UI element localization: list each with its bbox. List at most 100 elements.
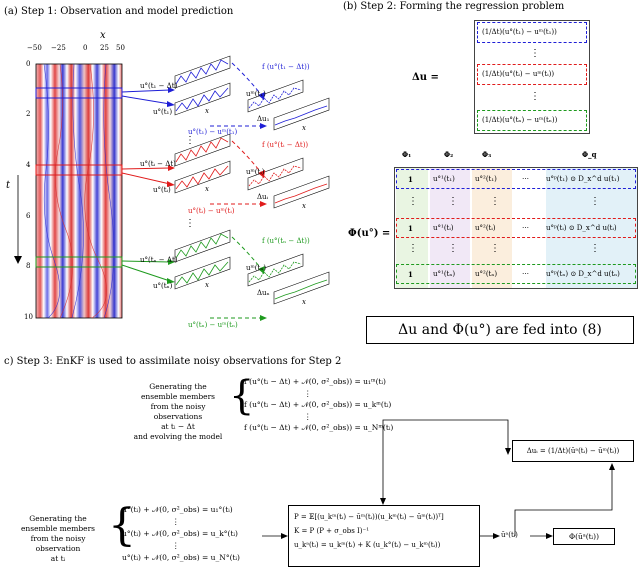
gen-model-line: and evolving the model [133,432,223,441]
t-tick: 0 [26,60,31,68]
phi-cell: ⋯ [522,270,529,278]
delta-u-row-text: (1/Δt)(u°(tᵢ) − uᵐ(tᵢ)) [482,70,555,78]
col3-shade [472,167,512,289]
phi-result-box: Φ(ūᵃ(tᵢ)) [553,528,615,545]
model-eq: f (u°(tᵢ − Δt) + 𝒩(0, σ²_obs)) = u₁ᵐ(tᵢ) [244,377,386,386]
x-label: x [302,298,306,306]
diff-label: Δuᵢ [257,193,268,201]
step3-arrows [262,419,615,539]
phi-cell: u°²(t₁) [475,175,497,183]
arrow-right-icon [493,533,500,539]
step1-title: (a) Step 1: Observation and model predic… [4,6,234,17]
arrow-right-icon [546,533,553,539]
gen-obs-text: Generating the ensemble members from the… [8,514,108,564]
enkf-eq: u_kᵃ(tᵢ) = u_kᵐ(tᵢ) + K (u_k°(tᵢ) − u_kᵐ… [294,541,441,549]
brace: { [108,500,136,551]
diff-expr: u°(tₙ) − uᵐ(tₙ) [188,321,238,329]
vdots: ⋮ [304,388,312,398]
spacetime-heatmap [35,63,123,319]
phi-cell: u°ᵖ(t₁) ⊙ D_x^d u(t₁) [546,175,620,183]
phi-cell: u°²(tₙ) [475,270,498,278]
model-eq: f (u°(tᵢ − Δt) + 𝒩(0, σ²_obs)) = u_kᵐ(tᵢ… [244,400,392,409]
gen-model-line: ensemble members [140,392,216,401]
vdots: ⋮ [172,541,180,550]
phi-header: Φ₂ [444,150,454,159]
vdots: ⋮ [408,243,418,254]
diff-label: Δuₙ [257,289,270,297]
col2-shade [430,167,470,289]
arrow-down-icon [505,448,511,455]
vdots: ⋮ [172,517,180,526]
vdots: ⋮ [304,411,312,421]
enkf-eq: P = 𝔼[(u_kᵐ(tᵢ) − ūᵐ(tᵢ))(u_kᵐ(tᵢ) − ūᵐ(… [294,513,444,521]
phi-cell: 1 [408,175,413,184]
x-tick: 50 [116,44,125,52]
delta-u-row-n [477,110,587,131]
diff-label: Δu₁ [257,115,270,123]
phi-header: Φ_q [582,150,597,159]
delta-u-vector [474,20,590,134]
delta-u-lhs: Δu = [412,72,439,83]
f-label: f (u°(t₁ − Δt)) [262,63,310,71]
step3-title: c) Step 3: EnKF is used to assimilate no… [4,356,342,367]
delta-result-box: Δuᵢ = (1/Δt)(ūᵃ(tᵢ) − ūᵐ(tᵢ)) [512,440,634,462]
obs-prev-label: u°(tₙ − Δt) [140,256,178,264]
x-tick: 25 [100,44,109,52]
arrow-right-icon [281,533,288,539]
gen-obs-line: ensemble members [20,524,96,533]
brace: { [229,373,255,419]
obs-eq: u°(tᵢ) + 𝒩(0, σ²_obs) = u_N°(tᵢ) [122,553,240,562]
enkf-box: P = 𝔼[(u_kᵐ(tᵢ) − ūᵐ(tᵢ))(u_kᵐ(tᵢ) − ūᵐ(… [288,505,480,567]
vdots: ⋮ [448,243,458,254]
model-label: uᵐ(tᵢ) [246,168,265,176]
t-tick: 2 [26,110,31,118]
vdots: ⋮ [490,196,500,207]
vdots: ⋮ [448,196,458,207]
gen-obs-line: from the noisy observation [30,534,86,553]
x-tick: −50 [27,44,42,52]
vdots: ⋮ [530,48,540,59]
step1-figure [14,55,330,321]
phi-cell: 1 [408,224,413,233]
phi-cell: ⋯ [522,175,529,183]
phi-header: Φ₃ [482,150,492,159]
gen-obs-line: Generating the [29,514,87,523]
x-label: x [302,124,306,132]
f-label: f (u°(tₙ − Δt)) [262,237,310,245]
vdots: ⋮ [185,218,195,229]
step2-title: (b) Step 2: Forming the regression probl… [343,1,565,12]
down-arrow-icon [14,256,22,264]
t-tick: 4 [26,161,31,169]
obs-label: u°(tₙ) [153,282,173,290]
row3-panels [174,229,330,321]
gen-model-line: at tᵢ − Δt [161,422,195,431]
arrow-down-icon [380,498,386,505]
obs-prev-label: u°(t₁ − Δt) [140,82,178,90]
vdots: ⋮ [490,243,500,254]
phi-cell: u°ᵖ(tₙ) ⊙ D_x^d u(tₙ) [546,270,620,278]
obs-label: u°(tᵢ) [153,186,171,194]
model-eqs: f (u°(tᵢ − Δt) + 𝒩(0, σ²_obs)) = u₁ᵐ(tᵢ)… [244,376,393,434]
vdots: ⋮ [530,91,540,102]
phi-matrix [394,167,638,289]
vdots: ⋮ [408,196,418,207]
x-tick: −25 [51,44,66,52]
vdots: ⋮ [590,243,600,254]
diff-expr: u°(t₁) − uᵐ(t₁) [188,128,238,136]
phi-cell: u°²(tᵢ) [475,224,496,232]
vdots: ⋮ [185,135,195,146]
model-label: uᵐ(tₙ) [246,264,267,272]
enkf-eq: K = P (P + σ_obs I)⁻¹ [294,527,370,535]
x-label: x [302,202,306,210]
t-axis-label: t [6,180,11,191]
delta-u-row1 [477,22,587,43]
model-eq: f (u°(tᵢ − Δt) + 𝒩(0, σ²_obs)) = u_Nᵐ(tᵢ… [244,423,394,432]
phi-lhs: Φ(u°) = [348,228,391,239]
x-label: x [205,185,209,193]
phi-cell: ⋯ [522,224,529,232]
row1-panels [174,55,330,131]
ubar-label: ūᵃ(tᵢ) [501,531,518,539]
f-label: f (u°(tᵢ − Δt)) [262,141,309,149]
delta-u-row-text: (1/Δt)(u°(t₁) − uᵐ(t₁)) [482,28,557,36]
t-tick: 10 [24,313,33,321]
